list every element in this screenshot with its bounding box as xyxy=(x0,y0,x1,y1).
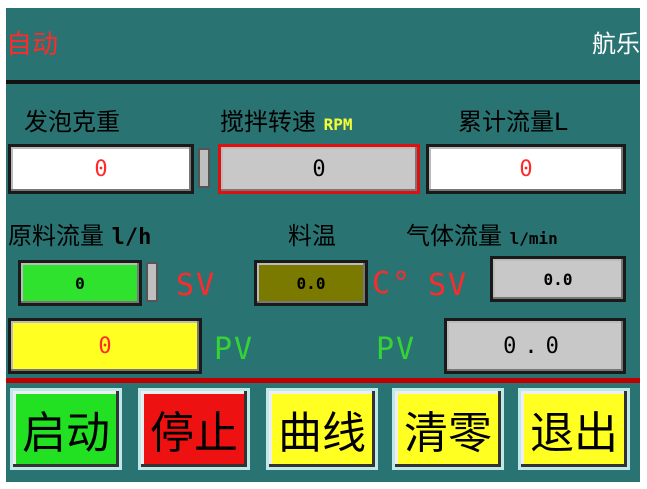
brand-label: 航乐 xyxy=(592,30,640,58)
raw-flow-slider[interactable] xyxy=(146,262,158,302)
label-stir-speed-unit: RPM xyxy=(323,115,353,134)
stop-button[interactable]: 停止 xyxy=(138,388,250,470)
curve-button[interactable]: 曲线 xyxy=(266,388,378,470)
raw-flow-pv-field: 0 xyxy=(8,318,202,374)
gas-flow-sv-field[interactable]: 0.0 xyxy=(490,256,626,302)
pv-tag-gas-flow: PV xyxy=(376,332,417,367)
title-separator xyxy=(6,80,640,84)
sv-tag-gas-flow: SV xyxy=(428,268,469,303)
foam-weight-slider[interactable] xyxy=(198,148,210,188)
raw-flow-sv-field[interactable]: 0 xyxy=(18,260,142,306)
clear-button[interactable]: 清零 xyxy=(392,388,504,470)
label-raw-flow: 原料流量 l/h xyxy=(8,216,151,251)
label-gas-flow: 气体流量 l/min xyxy=(406,216,558,251)
title-bar: 自动 航乐 xyxy=(6,8,640,80)
label-total-flow: 累计流量L xyxy=(458,108,568,136)
stir-speed-field[interactable]: 0 xyxy=(218,144,420,194)
button-separator xyxy=(6,378,640,383)
temp-unit: C° xyxy=(372,266,413,301)
label-raw-flow-text: 原料流量 xyxy=(8,222,104,250)
label-raw-flow-unit: l/h xyxy=(111,225,152,250)
label-material-temp: 料温 xyxy=(288,222,336,250)
label-stir-speed-text: 搅拌转速 xyxy=(220,108,316,136)
start-button[interactable]: 启动 xyxy=(10,388,122,470)
material-temp-sv-field[interactable]: 0.0 xyxy=(254,260,368,306)
label-gas-flow-text: 气体流量 xyxy=(406,222,502,250)
hmi-screen: 自动 航乐 发泡克重 搅拌转速 RPM 累计流量L 0 0 0 原料流量 l/h… xyxy=(6,8,640,482)
label-foam-weight: 发泡克重 xyxy=(24,108,120,136)
mode-indicator: 自动 xyxy=(6,30,59,60)
gas-flow-pv-field: 0.0 xyxy=(444,318,626,374)
total-flow-field[interactable]: 0 xyxy=(426,144,626,194)
foam-weight-field[interactable]: 0 xyxy=(8,144,194,194)
sv-tag-raw-flow: SV xyxy=(176,268,217,303)
pv-tag-raw-flow: PV xyxy=(214,332,255,367)
exit-button[interactable]: 退出 xyxy=(518,388,630,470)
label-gas-flow-unit: l/min xyxy=(509,229,558,248)
label-stir-speed: 搅拌转速 RPM xyxy=(220,102,353,137)
